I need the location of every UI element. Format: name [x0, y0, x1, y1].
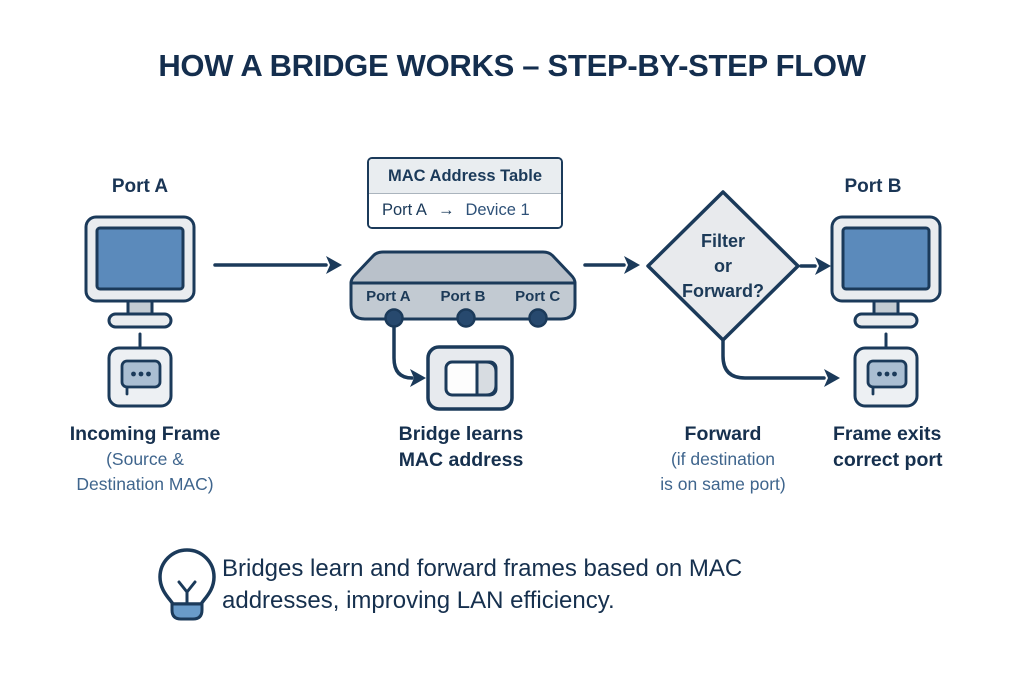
caption-subline: (if destination — [670, 449, 776, 469]
arrow-right-icon — [799, 257, 831, 275]
caption-subline: (Source & — [106, 449, 184, 469]
bridge-port-labels: Port A Port B Port C — [351, 288, 575, 305]
caption-title: Forward — [684, 423, 762, 445]
monitor-icon — [830, 215, 942, 329]
footer-note-line: addresses, improving LAN efficiency. — [222, 586, 615, 614]
arrow-right-icon — [213, 256, 342, 274]
port-dot — [456, 308, 476, 328]
caption-line: Bridge learns — [398, 423, 524, 445]
bridge-port-b-label: Port B — [440, 288, 486, 305]
caption-frame-exits: Frame exits correct port — [833, 421, 973, 473]
mac-table-header: MAC Address Table — [369, 159, 561, 194]
caption-line: Frame exits — [833, 423, 942, 445]
decision-line: or — [714, 256, 732, 276]
bridge-device-icon — [349, 250, 577, 328]
decision-label: Filter or Forward? — [648, 229, 798, 304]
monitor-icon — [84, 215, 196, 329]
frame-icon — [426, 345, 514, 411]
caption-subline: is on same port) — [660, 474, 786, 494]
caption-subline: Destination MAC) — [76, 474, 214, 494]
caption-forward: Forward (if destination is on same port) — [623, 421, 823, 497]
caption-line: correct port — [833, 449, 943, 471]
port-b-label: Port B — [844, 176, 902, 197]
footer-note-line: Bridges learn and forward frames based o… — [222, 555, 743, 582]
caption-incoming-frame: Incoming Frame (Source & Destination MAC… — [45, 421, 245, 497]
frame-icon — [853, 346, 919, 408]
caption-line: MAC address — [398, 449, 524, 471]
arrow-right-icon — [583, 256, 640, 274]
caption-title: Incoming Frame — [69, 423, 221, 445]
mac-table-device: Device 1 — [465, 201, 530, 219]
arrow-curve-right-icon — [721, 339, 840, 387]
bridge-port-a-label: Port A — [366, 288, 411, 305]
mac-table-row: Port A → Device 1 — [369, 194, 561, 227]
arrow-right-glyph: → — [437, 201, 455, 219]
port-a-label: Port A — [111, 176, 169, 197]
footer-note: Bridges learn and forward frames based o… — [222, 553, 802, 616]
mac-table-port: Port A — [382, 201, 427, 219]
port-dot — [528, 308, 548, 328]
bridge-port-c-label: Port C — [515, 288, 561, 305]
lightbulb-icon — [158, 548, 216, 621]
page-title: HOW A BRIDGE WORKS – STEP-BY-STEP FLOW — [158, 48, 866, 83]
arrow-curve-down-icon — [392, 326, 426, 387]
mac-address-table: MAC Address Table Port A → Device 1 — [367, 157, 563, 229]
decision-line: Forward? — [681, 281, 764, 301]
port-dot — [384, 308, 404, 328]
decision-line: Filter — [700, 231, 745, 251]
caption-bridge-learns: Bridge learns MAC address — [361, 421, 561, 473]
frame-icon — [107, 346, 173, 408]
